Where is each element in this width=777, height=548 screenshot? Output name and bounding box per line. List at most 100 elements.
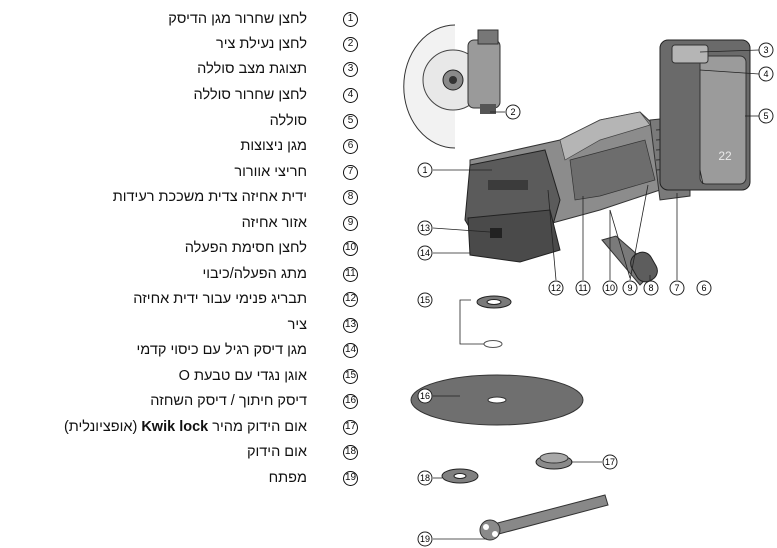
legend-item-8: 8 ידית אחיזה צדית משככת רעידות xyxy=(0,186,358,208)
spanner-wrench xyxy=(479,494,609,541)
cutting-disc xyxy=(410,374,584,426)
legend-item-16: 16 דיסק חיתוך / דיסק השחזה xyxy=(0,390,358,412)
callout-4-number: 4 xyxy=(763,69,768,79)
legend-label-9: אזור אחיזה xyxy=(241,215,307,231)
legend-label-2: לחצן נעילת ציר xyxy=(215,36,307,52)
callout-17: 17 xyxy=(602,454,618,470)
legend-number-1: 1 xyxy=(343,11,358,27)
legend-item-3: 3 תצוגת מצב סוללה xyxy=(0,58,358,80)
callout-6-number: 6 xyxy=(701,283,706,293)
callout-15: 15 xyxy=(417,292,433,308)
callout-1-number: 1 xyxy=(422,165,427,175)
clamping-nut xyxy=(441,468,479,484)
legend-item-14: 14 מגן דיסק רגיל עם כיסוי קדמי xyxy=(0,339,358,361)
legend-item-10: 10 לחצן חסימת הפעלה xyxy=(0,237,358,259)
callout-5: 5 xyxy=(758,108,774,124)
callout-7-number: 7 xyxy=(674,283,679,293)
callout-3-number: 3 xyxy=(763,45,768,55)
legend-number-11: 11 xyxy=(343,266,358,282)
legend-label-12: תבריג פנימי עבור ידית אחיזה xyxy=(133,291,307,307)
grinder-body xyxy=(464,111,691,263)
battery-pack: 22 xyxy=(659,39,751,191)
legend-item-2: 2 לחצן נעילת ציר xyxy=(0,33,358,55)
callout-11: 11 xyxy=(575,280,591,296)
callout-3: 3 xyxy=(758,42,774,58)
legend-number-2: 2 xyxy=(343,36,358,52)
legend-number-15: 15 xyxy=(343,368,358,384)
callout-15-number: 15 xyxy=(420,295,430,305)
legend-label-3: תצוגת מצב סוללה xyxy=(197,61,307,77)
legend-label-5: סוללה xyxy=(269,113,307,129)
legend-number-17: 17 xyxy=(343,419,358,435)
legend-label-18: אום הידוק xyxy=(246,444,307,460)
legend-item-6: 6 מגן ניצוצות xyxy=(0,135,358,157)
callout-9-number: 9 xyxy=(627,283,632,293)
legend-item-5: 5 סוללה xyxy=(0,110,358,132)
callout-18-number: 18 xyxy=(420,473,430,483)
callout-13: 13 xyxy=(417,220,433,236)
callout-18: 18 xyxy=(417,470,433,486)
callout-13-number: 13 xyxy=(420,223,430,233)
legend-label-11: מתג הפעלה/כיבוי xyxy=(202,266,307,282)
legend-number-12: 12 xyxy=(343,291,358,307)
callout-19: 19 xyxy=(417,531,433,547)
legend-label-17-pre: אום הידוק מהיר xyxy=(212,419,307,435)
callout-14-number: 14 xyxy=(420,248,430,258)
callout-14: 14 xyxy=(417,245,433,261)
legend-number-13: 13 xyxy=(343,317,358,333)
callout-16: 16 xyxy=(417,388,433,404)
callout-10: 10 xyxy=(602,280,618,296)
legend-item-17: 17 אום הידוק מהיר Kwik lock (אופציונלית) xyxy=(0,416,358,438)
legend-item-18: 18 אום הידוק xyxy=(0,441,358,463)
callout-9: 9 xyxy=(622,280,638,296)
callout-12-number: 12 xyxy=(551,283,561,293)
legend-number-18: 18 xyxy=(343,444,358,460)
legend-number-10: 10 xyxy=(343,240,358,256)
legend-label-7: חריצי אוורור xyxy=(234,164,307,180)
angle-grinder-diagram: 22 xyxy=(395,0,777,548)
callout-8: 8 xyxy=(643,280,659,296)
legend-label-15: אוגן נגדי עם טבעת O xyxy=(178,368,307,384)
legend-label-8: ידית אחיזה צדית משככת רעידות xyxy=(112,189,307,205)
legend-item-11: 11 מתג הפעלה/כיבוי xyxy=(0,263,358,285)
legend-number-8: 8 xyxy=(343,189,358,205)
callout-4: 4 xyxy=(758,66,774,82)
legend-label-6: מגן ניצוצות xyxy=(240,138,307,154)
counter-flange xyxy=(476,295,512,348)
callout-11-number: 11 xyxy=(578,283,587,293)
side-handle xyxy=(601,235,658,286)
legend-item-12: 12 תבריג פנימי עבור ידית אחיזה xyxy=(0,288,358,310)
legend-number-9: 9 xyxy=(343,215,358,231)
legend-label-1: לחצן שחרור מגן הדיסק xyxy=(168,11,307,27)
legend-label-17-bold: Kwik lock xyxy=(141,419,209,435)
detail-view-spindle-lock xyxy=(403,24,501,149)
legend-number-16: 16 xyxy=(343,393,358,409)
legend-item-9: 9 אזור אחיזה xyxy=(0,212,358,234)
legend-number-4: 4 xyxy=(343,87,358,103)
callout-6: 6 xyxy=(696,280,712,296)
callout-10-number: 10 xyxy=(605,283,615,293)
legend-label-17-post: (אופציונלית) xyxy=(63,419,138,435)
legend-item-15: 15 אוגן נגדי עם טבעת O xyxy=(0,365,358,387)
legend-item-13: 13 ציר xyxy=(0,314,358,336)
legend-number-6: 6 xyxy=(343,138,358,154)
leader-lines xyxy=(432,49,760,540)
battery-voltage-text: 22 xyxy=(718,149,732,163)
kwik-lock-nut xyxy=(535,452,573,470)
callout-8-number: 8 xyxy=(648,283,653,293)
callout-7: 7 xyxy=(669,280,685,296)
callout-16-number: 16 xyxy=(420,391,430,401)
legend-item-19: 19 מפתח xyxy=(0,467,358,489)
legend-number-19: 19 xyxy=(343,470,358,486)
legend-number-7: 7 xyxy=(343,164,358,180)
callout-12: 12 xyxy=(548,280,564,296)
callout-5-number: 5 xyxy=(763,111,768,121)
legend-number-3: 3 xyxy=(343,61,358,77)
callout-2: 2 xyxy=(505,104,521,120)
legend-label-17: אום הידוק מהיר Kwik lock (אופציונלית) xyxy=(64,419,307,435)
legend-label-10: לחצן חסימת הפעלה xyxy=(184,240,307,256)
legend-label-14: מגן דיסק רגיל עם כיסוי קדמי xyxy=(136,342,307,358)
callout-2-number: 2 xyxy=(510,107,515,117)
legend-item-7: 7 חריצי אוורור xyxy=(0,161,358,183)
legend-item-1: 1 לחצן שחרור מגן הדיסק xyxy=(0,8,358,30)
